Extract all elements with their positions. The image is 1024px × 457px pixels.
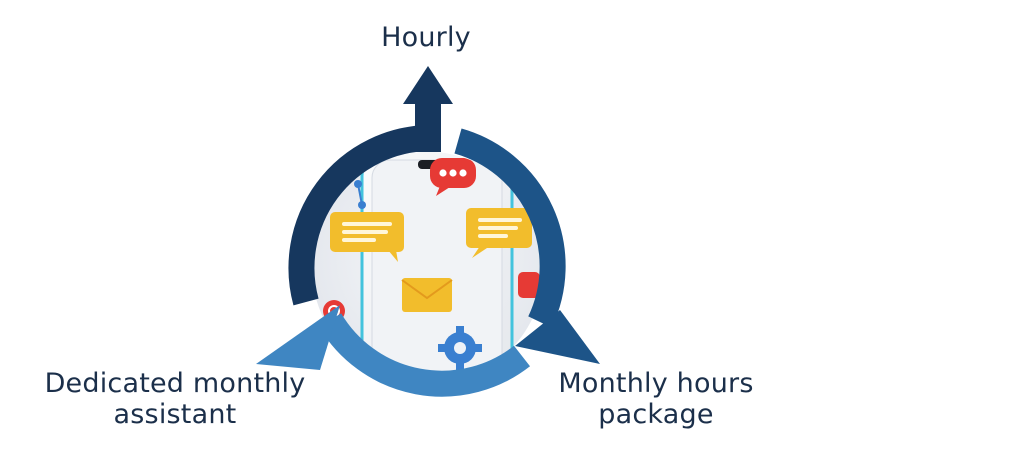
share-node-icon [354,180,366,209]
notification-badge-icon [518,272,540,298]
arrow-hourly [288,66,453,306]
label-hourly: Hourly [381,22,471,53]
label-dedicated-line1: Dedicated monthly [44,368,306,399]
gear-icon [438,326,482,370]
arrow-monthly-hours-package [454,128,600,364]
chat-bubble-yellow-icon [466,208,532,258]
chat-bubble-red-icon [430,158,476,196]
label-monthly-hours-package: Monthly hours package [528,368,784,430]
label-monthly-hours-line1: Monthly hours [558,368,754,399]
arrow-dedicated-monthly-assistant [256,305,531,397]
envelope-icon [401,278,453,312]
label-dedicated-monthly-assistant: Dedicated monthly assistant [20,368,330,430]
label-dedicated-line2: assistant [113,399,237,430]
label-monthly-hours-line2: package [598,399,714,430]
center-photo [312,152,544,384]
chat-bubble-yellow-icon [330,212,404,262]
